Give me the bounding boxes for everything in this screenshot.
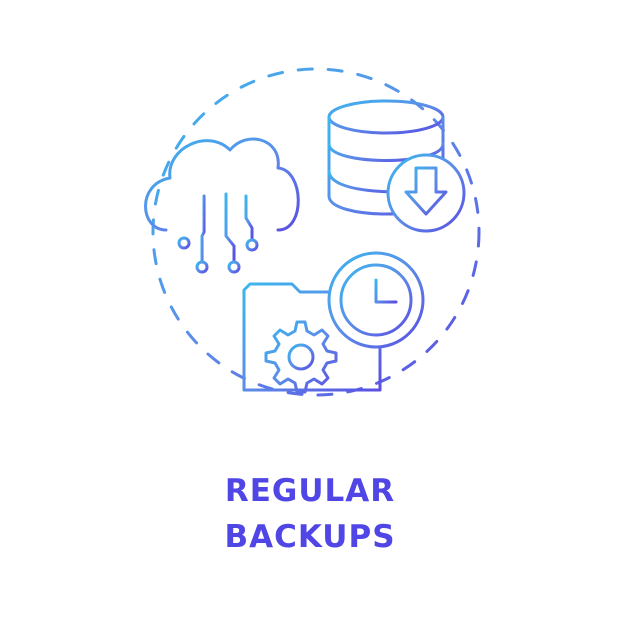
dashed-ring	[151, 67, 481, 397]
caption-line-2: BACKUPS	[224, 519, 396, 555]
download-arrow-icon	[386, 153, 466, 233]
caption: REGULAR BACKUPS	[0, 468, 620, 560]
gear-icon	[264, 320, 338, 394]
clock-icon	[327, 251, 425, 349]
caption-line-1: REGULAR	[224, 473, 396, 509]
cloud-network-icon	[144, 137, 300, 274]
